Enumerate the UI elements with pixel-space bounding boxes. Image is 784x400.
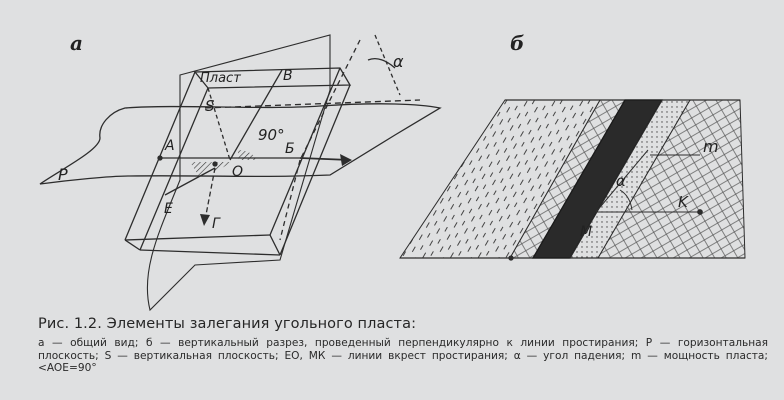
label-layer: Пласт	[200, 71, 241, 86]
label-s: S	[205, 97, 215, 115]
label-angle-90: 90°	[258, 126, 285, 144]
caption-body: а — общий вид; б — вертикальный разрез, …	[38, 337, 768, 374]
horizontal-plane-p	[39, 103, 442, 185]
panel-a-label: а	[70, 31, 83, 55]
label-alpha-a: α	[393, 52, 404, 71]
label-e: E	[164, 201, 173, 217]
panel-b-diagram	[399, 99, 746, 261]
label-k: K	[678, 193, 689, 211]
label-o: O	[232, 164, 243, 180]
label-m-small: m	[703, 137, 719, 156]
label-b: B	[283, 68, 293, 84]
label-p: P	[58, 165, 68, 184]
caption-title: Рис. 1.2. Элементы залегания угольного п…	[38, 316, 417, 332]
label-alpha-b: α	[616, 172, 626, 190]
vertical-plane-s	[146, 34, 331, 312]
label-g: Г	[212, 216, 221, 232]
panel-b-label: б	[510, 31, 524, 55]
footwall	[597, 99, 746, 259]
figure-caption: Рис. 1.2. Элементы залегания угольного п…	[38, 316, 768, 375]
figure: а	[39, 31, 746, 312]
panel-a-diagram	[39, 34, 442, 312]
label-b-soft: Б	[285, 141, 295, 157]
label-m-big: M	[580, 224, 592, 240]
label-a: A	[164, 138, 175, 154]
